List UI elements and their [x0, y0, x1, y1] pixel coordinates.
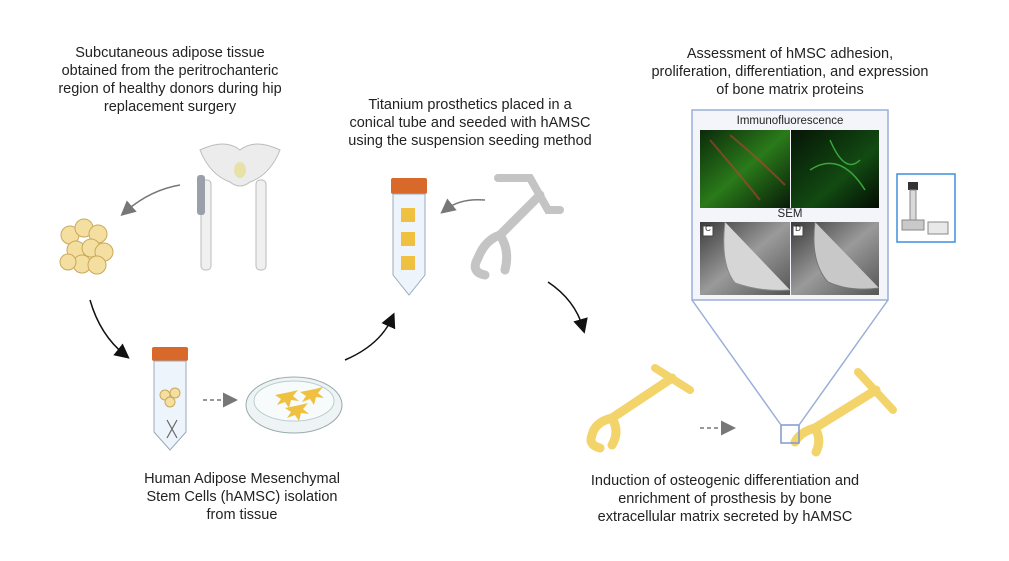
caption-line: extracellular matrix secreted by hAMSC — [597, 509, 853, 525]
arrow-fat-to-tube — [89, 299, 130, 359]
caption-line: using the suspension seeding method — [348, 133, 592, 149]
sem-tag-box-left — [702, 225, 714, 237]
caption-titanium-seeding: Titanium prosthetics placed in a conical… — [320, 96, 620, 150]
caption-line: Assessment of hMSC adhesion, — [686, 46, 894, 62]
caption-line: Induction of osteogenic differentiation … — [590, 473, 860, 489]
yellow-prosthesis-right — [780, 368, 897, 457]
zoom-line-left — [691, 299, 782, 426]
caption-line: replacement surgery — [103, 99, 237, 115]
immunofluorescence-image-left — [700, 130, 790, 208]
immunofluorescence-label: Immunofluorescence — [736, 115, 844, 127]
caption-line: Human Adipose Mesenchymal — [144, 471, 340, 487]
caption-line: of bone matrix proteins — [716, 82, 864, 98]
adipose-tissue-cluster — [59, 218, 114, 275]
caption-line: proliferation, differentiation, and expr… — [651, 64, 929, 80]
arrow-pelvis-to-fat — [120, 184, 181, 216]
pelvis-illustration — [197, 143, 281, 271]
sem-tag-box-right — [792, 225, 804, 237]
caption-line: from tissue — [206, 507, 278, 523]
gray-prosthesis — [470, 174, 564, 280]
caption-line: Subcutaneous adipose tissue — [75, 45, 265, 61]
caption-line: Stem Cells (hAMSC) isolation — [146, 489, 338, 505]
caption-line: conical tube and seeded with hAMSC — [349, 115, 591, 131]
zoom-line-right — [798, 299, 889, 426]
sem-label: SEM — [777, 208, 803, 220]
yellow-prosthesis-left — [586, 364, 694, 453]
petri-dish — [245, 376, 343, 434]
caption-osteogenic-induction: Induction of osteogenic differentiation … — [560, 472, 890, 526]
arrow-prosthesis-to-tube — [440, 198, 486, 214]
arrow-to-induction — [547, 281, 588, 334]
caption-adipose-tissue: Subcutaneous adipose tissue obtained fro… — [20, 44, 320, 116]
microscope-icon — [901, 182, 949, 235]
sem-tag-c: C — [705, 224, 711, 233]
caption-assessment: Assessment of hMSC adhesion, proliferati… — [640, 45, 940, 99]
conical-tube-fat — [152, 347, 188, 451]
caption-hamsc-isolation: Human Adipose Mesenchymal Stem Cells (hA… — [92, 470, 392, 524]
caption-line: Titanium prosthetics placed in a — [368, 97, 572, 113]
arrow-dish-to-tube — [344, 312, 396, 361]
immunofluorescence-image-right — [791, 130, 879, 208]
caption-line: region of healthy donors during hip — [58, 81, 282, 97]
caption-line: enrichment of prosthesis by bone — [618, 491, 832, 507]
sem-tag-d: D — [795, 224, 801, 233]
conical-tube-prosthesis — [391, 178, 427, 296]
caption-line: obtained from the peritrochanteric — [61, 63, 279, 79]
